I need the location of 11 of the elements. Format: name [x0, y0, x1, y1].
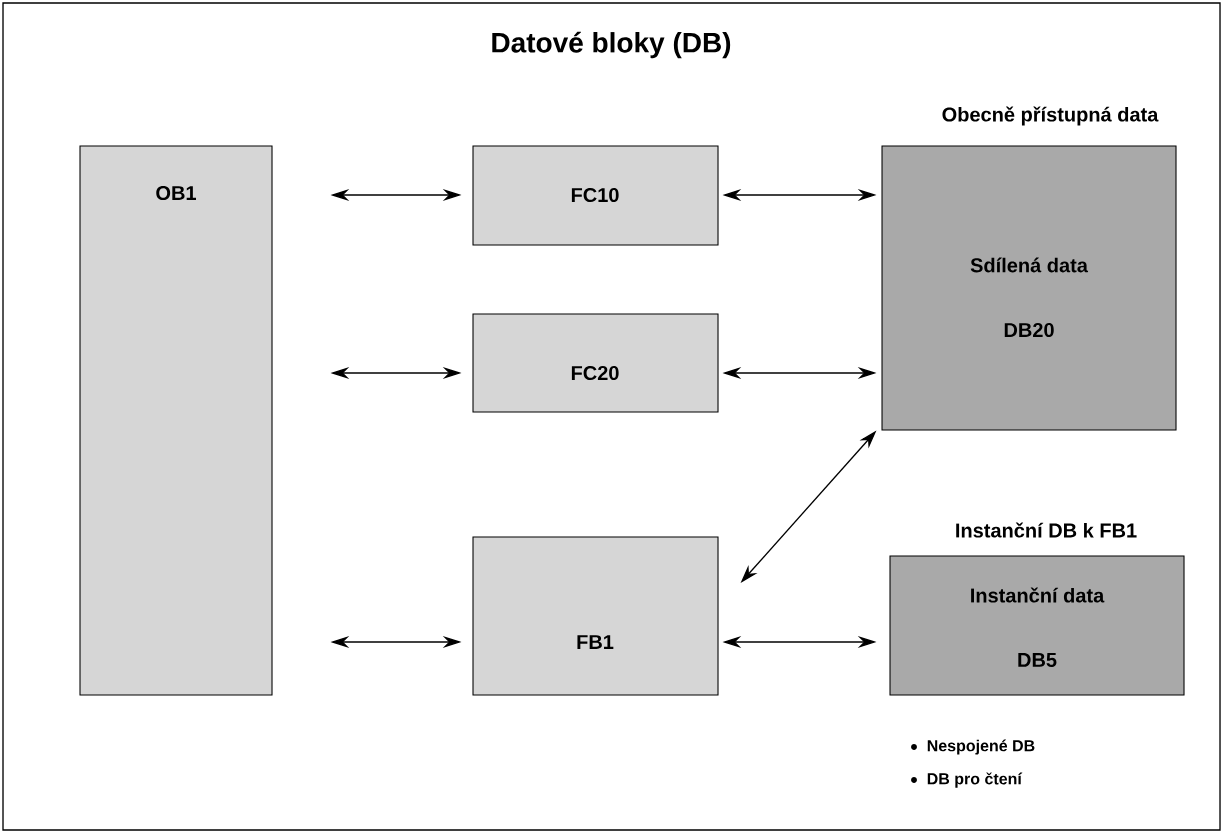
block-box: Obecně přístupná data Sdílená data DB20: [881, 106, 1177, 431]
bullet-text: DB pro čtení: [927, 772, 1023, 788]
block-box: FC20: [472, 313, 719, 413]
block-box: OB1: [79, 145, 273, 696]
bullet-text: Nespojené DB: [927, 739, 1035, 755]
block-box: Instanční DB k FB1 Instanční data DB5: [889, 522, 1185, 696]
node-label: Obecně přístupná data: [942, 106, 1159, 126]
block-box: FB1: [472, 536, 719, 696]
title: Datové bloky (DB): [492, 31, 731, 59]
node-label: Instanční DB k FB1: [956, 522, 1137, 538]
block-box: FC10: [472, 145, 719, 246]
